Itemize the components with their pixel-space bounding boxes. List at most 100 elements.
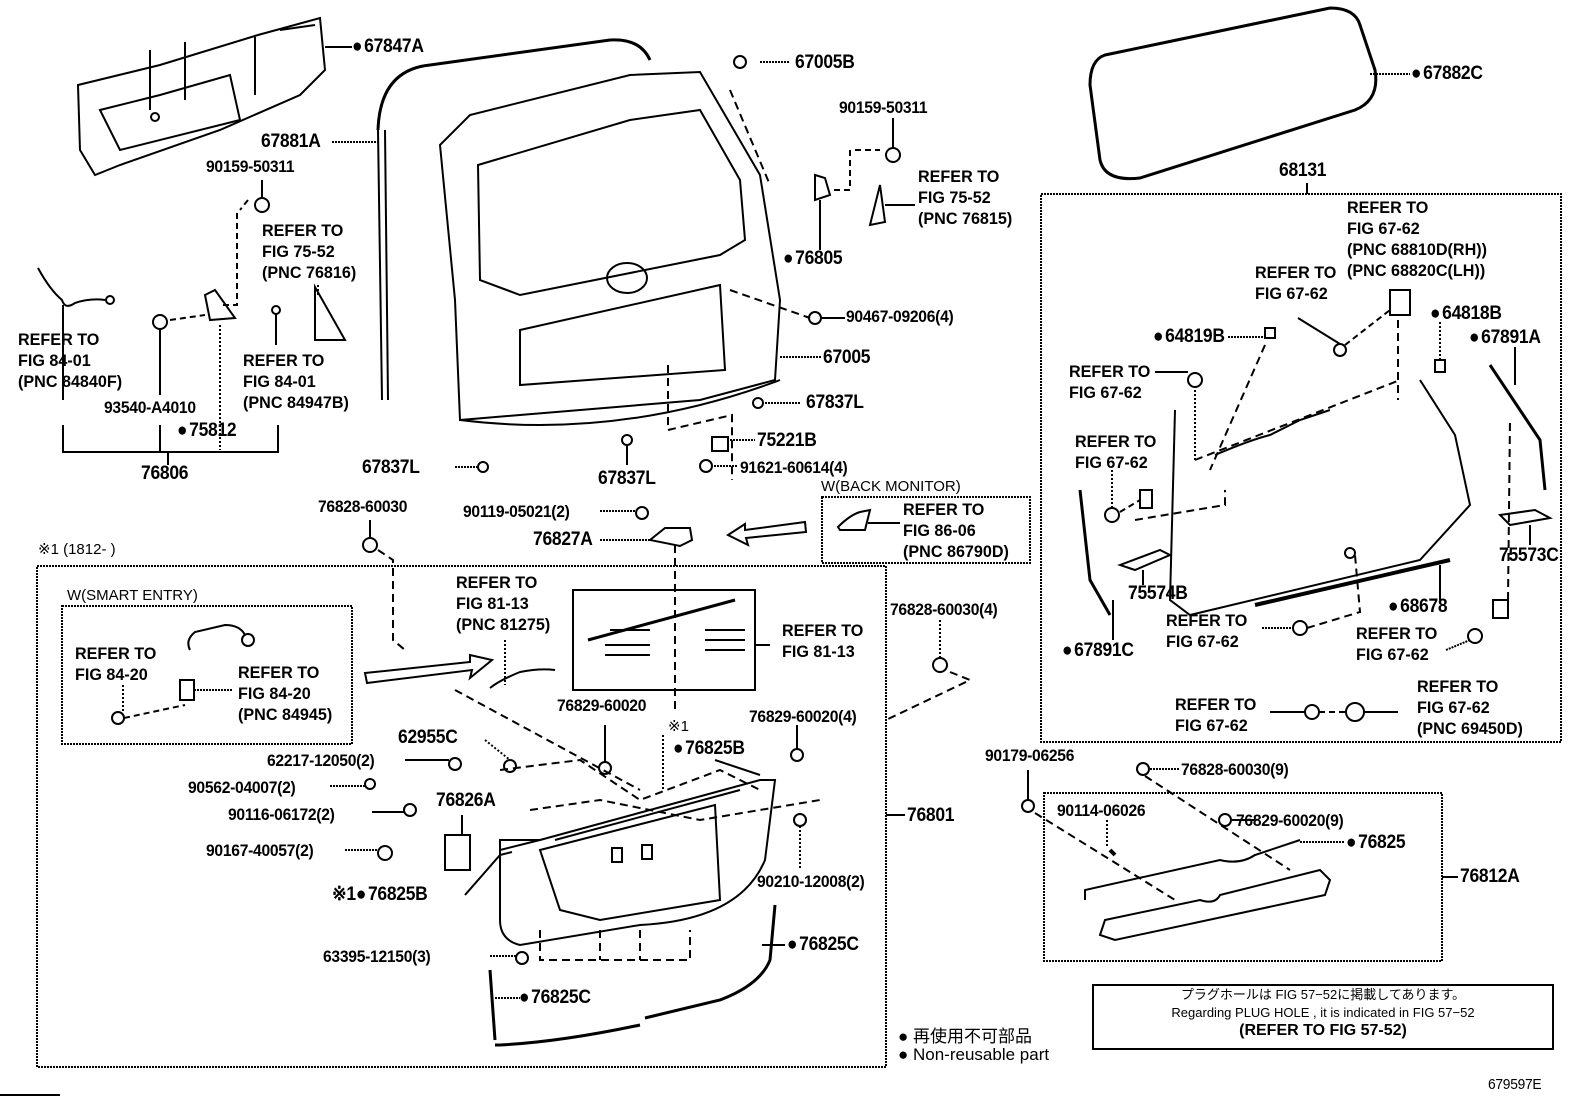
refer-fig-67-62-c[interactable]: REFER TO FIG 67-62 xyxy=(1075,432,1157,472)
part-label-76806[interactable]: 76806 xyxy=(141,463,189,484)
notice-ref[interactable]: (REFER TO FIG 57-52) xyxy=(1239,1022,1407,1039)
refer-fig-86-06-pnc-86790D[interactable]: REFER TO FIG 86-06 (PNC 86790D) xyxy=(903,500,1009,561)
part-label-75574B[interactable]: 75574B xyxy=(1128,583,1188,604)
note1-range-caption: ※1 (1812- ) xyxy=(38,541,116,558)
part-label-67837L-right[interactable]: 67837L xyxy=(806,392,864,413)
part-label-64819B[interactable]: 64819B xyxy=(1153,326,1225,347)
license-lamp-box xyxy=(572,589,756,691)
bolt-icon xyxy=(403,803,417,817)
part-label-67891C[interactable]: 67891C xyxy=(1062,640,1134,661)
weatherstrip-67881A-drawing xyxy=(376,38,652,401)
screw-icon xyxy=(635,506,649,520)
part-label-76828-60030-4[interactable]: 76828-60030(4) xyxy=(890,600,998,619)
clip-icon xyxy=(621,434,633,446)
cover-icon xyxy=(868,184,887,227)
part-label-76805[interactable]: 76805 xyxy=(783,248,843,269)
part-label-67837L-left[interactable]: 67837L xyxy=(362,457,420,478)
refer-fig-81-13[interactable]: REFER TO FIG 81-13 xyxy=(782,621,864,661)
part-label-76829-60020[interactable]: 76829-60020 xyxy=(557,696,647,715)
refer-fig-67-62-e[interactable]: REFER TO FIG 67-62 xyxy=(1356,624,1438,664)
part-label-76825B-top[interactable]: 76825B xyxy=(673,738,745,759)
legend-en-text: Non-reusable part xyxy=(913,1045,1050,1064)
back-monitor-box xyxy=(821,496,1031,564)
grommet-icon xyxy=(1304,704,1320,720)
part-label-76825C-left[interactable]: 76825C xyxy=(519,987,591,1008)
bolt-icon xyxy=(699,459,713,473)
wire-harness-icon xyxy=(37,267,106,307)
part-label-62217-12050[interactable]: 62217-12050(2) xyxy=(267,751,375,770)
seal-76825C-right-icon xyxy=(644,904,777,1020)
refer-fig-84-20-pnc-84945[interactable]: REFER TO FIG 84-20 (PNC 84945) xyxy=(238,663,333,724)
part-label-90167-40057[interactable]: 90167-40057(2) xyxy=(206,841,314,860)
clip-icon xyxy=(733,55,747,69)
part-label-68131[interactable]: 68131 xyxy=(1279,160,1327,181)
lamp-wire-icon xyxy=(489,668,556,689)
part-label-90179-06256[interactable]: 90179-06256 xyxy=(985,746,1075,765)
part-label-75221B[interactable]: 75221B xyxy=(757,430,817,451)
grommet-icon xyxy=(1345,702,1365,722)
refer-fig-67-62-b[interactable]: REFER TO FIG 67-62 xyxy=(1069,362,1151,402)
bracket-76826A-icon xyxy=(444,834,471,871)
part-label-91621-60614[interactable]: 91621-60614(4) xyxy=(740,458,848,477)
part-label-67005[interactable]: 67005 xyxy=(823,347,871,368)
part-label-76801[interactable]: 76801 xyxy=(907,805,955,826)
part-label-90562-04007[interactable]: 90562-04007(2) xyxy=(188,778,296,797)
refer-fig-75-52-pnc-76816[interactable]: REFER TO FIG 75-52 (PNC 76816) xyxy=(262,221,357,282)
part-label-67891A[interactable]: 67891A xyxy=(1469,327,1541,348)
clip-icon xyxy=(1218,813,1232,827)
part-label-76825B-bottom[interactable]: ※176825B xyxy=(332,884,428,905)
part-label-63395-12150[interactable]: 63395-12150(3) xyxy=(323,947,431,966)
part-label-67005B[interactable]: 67005B xyxy=(795,52,855,73)
part-label-90467-09206[interactable]: 90467-09206(4) xyxy=(846,307,954,326)
part-label-68678[interactable]: 68678 xyxy=(1388,596,1448,617)
nut-icon xyxy=(1467,628,1483,644)
refer-fig-67-62-pnc-69450D[interactable]: REFER TO FIG 67-62 (PNC 69450D) xyxy=(1417,677,1523,738)
part-label-93540-A4010[interactable]: 93540-A4010 xyxy=(104,398,196,417)
part-label-76812A[interactable]: 76812A xyxy=(1460,866,1520,887)
seal-76825C-bottom-icon xyxy=(495,1023,641,1047)
refer-fig-67-62-a[interactable]: REFER TO FIG 67-62 xyxy=(1255,263,1337,303)
refer-fig-81-13-pnc-81275[interactable]: REFER TO FIG 81-13 (PNC 81275) xyxy=(456,573,551,634)
part-label-90119-05021[interactable]: 90119-05021(2) xyxy=(463,502,570,521)
refer-fig-84-20[interactable]: REFER TO FIG 84-20 xyxy=(75,644,157,684)
part-label-64818B[interactable]: 64818B xyxy=(1430,303,1502,324)
part-label-90159-50311-right[interactable]: 90159-50311 xyxy=(839,98,928,117)
refer-fig-84-01-pnc-84840F[interactable]: REFER TO FIG 84-01 (PNC 84840F) xyxy=(18,330,123,391)
part-label-76825[interactable]: 76825 xyxy=(1346,832,1406,853)
part-label-75812[interactable]: 75812 xyxy=(177,420,237,441)
refer-fig-67-62-d[interactable]: REFER TO FIG 67-62 xyxy=(1166,611,1248,651)
part-label-76829-60020-4[interactable]: 76829-60020(4) xyxy=(749,707,857,726)
refer-fig-84-01-pnc-84947B[interactable]: REFER TO FIG 84-01 (PNC 84947B) xyxy=(243,351,349,412)
nut-icon xyxy=(1292,620,1308,636)
clip-icon xyxy=(1492,599,1509,619)
arrow-icon xyxy=(725,520,808,547)
part-label-76829-60020-9[interactable]: 76829-60020(9) xyxy=(1236,811,1344,830)
part-label-76828-60030-9[interactable]: 76828-60030(9) xyxy=(1181,760,1289,779)
refer-fig-67-62-pnc-68810D[interactable]: REFER TO FIG 67-62 (PNC 68810D(RH)) (PNC… xyxy=(1347,198,1488,280)
clip-icon xyxy=(932,657,948,673)
hinge-icon xyxy=(1389,289,1411,316)
part-label-75573C[interactable]: 75573C xyxy=(1499,545,1559,566)
notice-jp: プラグホールは FIG 57−52に掲載してあります。 xyxy=(1180,987,1466,1002)
refer-fig-67-62-f[interactable]: REFER TO FIG 67-62 xyxy=(1175,695,1257,735)
part-label-76827A[interactable]: 76827A xyxy=(533,529,593,550)
part-label-90114-06026[interactable]: 90114-06026 xyxy=(1057,801,1146,820)
part-label-67882C[interactable]: 67882C xyxy=(1411,63,1483,84)
part-label-67837L-mid[interactable]: 67837L xyxy=(598,468,656,489)
refer-fig-75-52-pnc-76815[interactable]: REFER TO FIG 75-52 (PNC 76815) xyxy=(918,167,1013,228)
part-label-76828-60030-top[interactable]: 76828-60030 xyxy=(318,497,408,516)
clip-icon xyxy=(477,461,489,473)
part-label-67881A[interactable]: 67881A xyxy=(261,131,321,152)
part-label-90116-06172[interactable]: 90116-06172(2) xyxy=(228,805,335,824)
connector-icon xyxy=(1139,489,1153,509)
smart-entry-caption: W(SMART ENTRY) xyxy=(67,587,198,604)
part-label-76826A[interactable]: 76826A xyxy=(436,790,496,811)
part-label-62955C[interactable]: 62955C xyxy=(398,727,458,748)
part-label-90159-50311-left[interactable]: 90159-50311 xyxy=(206,157,295,176)
part-label-76825C-right[interactable]: 76825C xyxy=(787,934,859,955)
garnish-76812A-drawing xyxy=(1098,868,1332,942)
stop-lamp-cover-75574B-icon xyxy=(1117,548,1173,572)
part-label-67847A[interactable]: 67847A xyxy=(352,36,424,57)
part-label-90210-12008[interactable]: 90210-12008(2) xyxy=(757,872,865,891)
